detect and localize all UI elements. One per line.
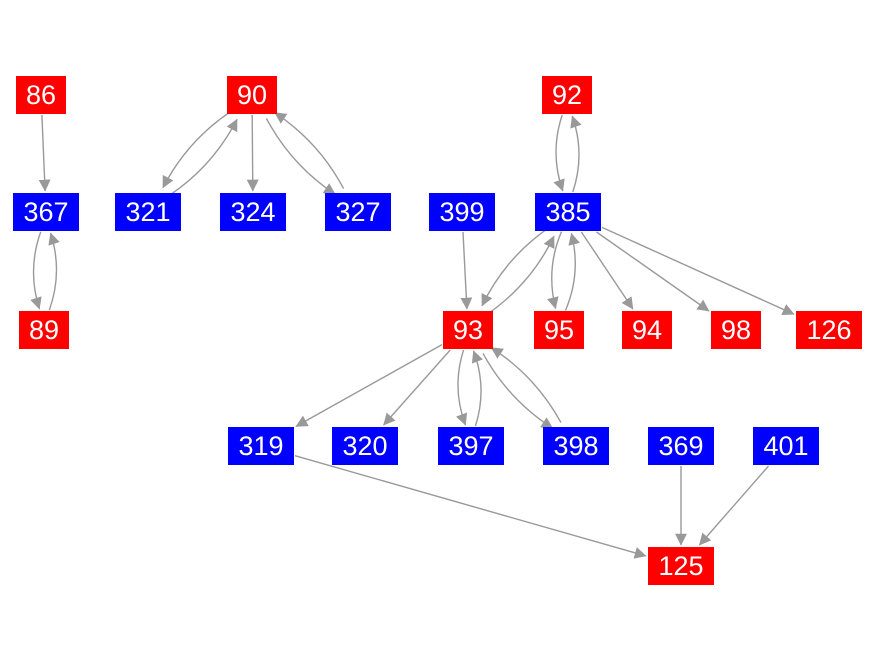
edge-385-92 bbox=[570, 115, 582, 193]
node-89: 89 bbox=[19, 311, 69, 349]
node-369: 369 bbox=[648, 427, 714, 465]
node-397: 397 bbox=[438, 427, 504, 465]
node-321: 321 bbox=[115, 193, 181, 231]
edge-385-126 bbox=[601, 226, 795, 315]
node-399: 399 bbox=[429, 193, 495, 231]
edge-321-90 bbox=[169, 118, 238, 196]
edge-93-320 bbox=[383, 349, 451, 426]
edge-327-90 bbox=[274, 112, 345, 189]
node-125: 125 bbox=[648, 547, 714, 585]
edge-93-319 bbox=[295, 343, 443, 428]
edge-385-94 bbox=[580, 231, 634, 310]
edge-93-397 bbox=[455, 349, 468, 426]
edge-93-385 bbox=[488, 235, 555, 314]
edge-90-327 bbox=[265, 118, 336, 195]
node-86: 86 bbox=[16, 76, 66, 114]
edge-86-367 bbox=[38, 114, 51, 192]
edge-319-125 bbox=[294, 455, 647, 559]
edge-397-93 bbox=[471, 350, 484, 427]
edge-89-367 bbox=[48, 232, 60, 311]
node-92: 92 bbox=[542, 76, 592, 114]
node-398: 398 bbox=[543, 427, 609, 465]
node-324: 324 bbox=[220, 193, 286, 231]
edge-92-385 bbox=[553, 114, 565, 192]
node-93: 93 bbox=[443, 311, 493, 349]
node-98: 98 bbox=[711, 311, 761, 349]
edge-385-98 bbox=[596, 231, 710, 312]
edge-398-93 bbox=[490, 347, 562, 423]
edge-399-93 bbox=[460, 231, 473, 310]
edge-367-89 bbox=[30, 231, 42, 310]
node-95: 95 bbox=[534, 311, 584, 349]
node-90: 90 bbox=[227, 76, 277, 114]
node-385: 385 bbox=[535, 193, 601, 231]
edge-401-125 bbox=[698, 465, 770, 546]
node-327: 327 bbox=[325, 193, 391, 231]
node-320: 320 bbox=[332, 427, 398, 465]
node-126: 126 bbox=[796, 311, 862, 349]
node-94: 94 bbox=[622, 311, 672, 349]
edge-385-95 bbox=[547, 231, 563, 310]
edge-385-93 bbox=[481, 228, 548, 307]
node-367: 367 bbox=[13, 193, 79, 231]
node-401: 401 bbox=[753, 427, 819, 465]
edge-90-324 bbox=[246, 114, 259, 192]
edge-90-321 bbox=[162, 111, 231, 189]
edge-95-385 bbox=[564, 232, 580, 311]
edge-93-398 bbox=[482, 353, 554, 429]
node-319: 319 bbox=[228, 427, 294, 465]
